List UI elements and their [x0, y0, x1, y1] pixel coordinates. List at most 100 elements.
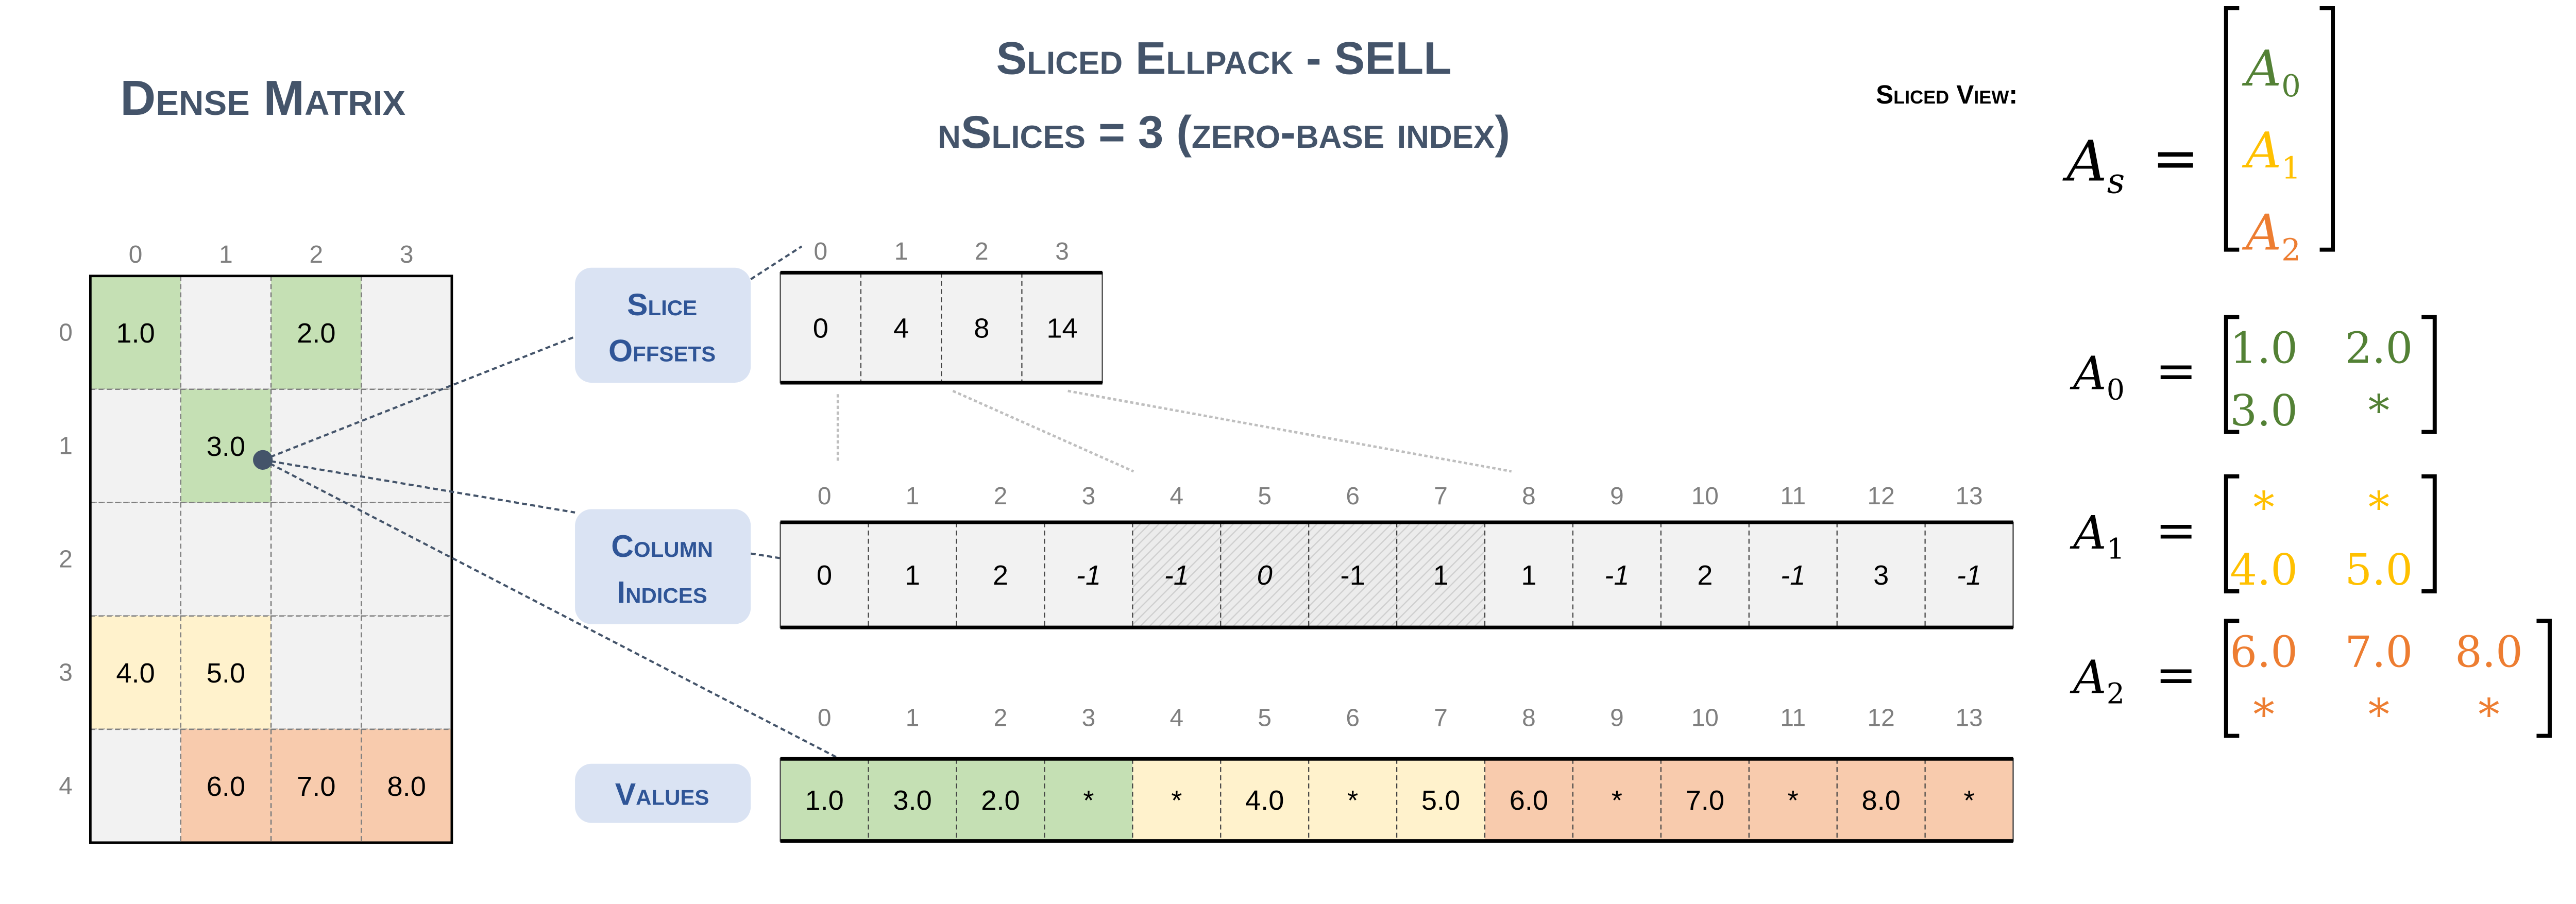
dense-cell	[180, 502, 272, 617]
values-cell	[1925, 759, 2013, 841]
symbol-subscript: 0	[2107, 373, 2125, 406]
matrix-symbol: A1	[2242, 122, 2301, 185]
dense-row-label: 1	[59, 433, 73, 460]
sliced-view-label: Sliced View:	[1876, 80, 2018, 109]
column-indices-cell	[1925, 522, 2013, 628]
column-indices-index: 7	[1434, 483, 1448, 510]
slice-offsets-value: 0	[813, 313, 828, 344]
symbol-subscript: 1	[2281, 150, 2301, 185]
dense-cell-value: 7.0	[297, 771, 335, 802]
column-indices-cell	[1485, 522, 1573, 628]
values-cell	[1132, 759, 1221, 841]
values-cell	[1309, 759, 1397, 841]
equals-sign: =	[2156, 342, 2197, 400]
block-0-left-bracket	[2224, 315, 2240, 434]
values-index: 11	[1780, 704, 1806, 731]
dense-row-label: 0	[59, 319, 73, 347]
values-index: 7	[1434, 704, 1448, 731]
values-value: *	[1612, 785, 1622, 816]
block-entry: *	[2478, 690, 2499, 740]
slice-offsets-label: Slice Offsets	[575, 267, 751, 383]
column-indices-index: 3	[1082, 483, 1096, 510]
values-cell	[1221, 759, 1309, 841]
block-entry: *	[2368, 690, 2389, 740]
dense-cell	[270, 388, 362, 504]
values-value: 2.0	[981, 785, 1020, 816]
values-value: 8.0	[1861, 785, 1900, 816]
values-cell	[1837, 759, 1925, 841]
offset-1-pointer	[952, 389, 1134, 473]
dense-cell	[361, 388, 453, 504]
symbol-subscript: 0	[2281, 68, 2301, 104]
slice-offsets-index: 3	[1055, 238, 1069, 265]
values-value: *	[1171, 785, 1182, 816]
values-index: 5	[1258, 704, 1272, 731]
block-entry: *	[2253, 690, 2274, 740]
column-indices-label-line2: Indices	[617, 574, 707, 609]
dense-col-label: 1	[219, 241, 233, 268]
block-entry: 2.0	[2345, 323, 2413, 373]
column-indices-value: 0	[817, 560, 832, 591]
column-indices-index: 5	[1258, 483, 1272, 510]
column-indices-label: Column Indices	[575, 509, 751, 624]
equals-sign: =	[2156, 645, 2197, 703]
symbol-subscript: s	[2107, 161, 2125, 201]
values-index: 13	[1955, 704, 1982, 731]
matrix-symbol: A1	[2070, 506, 2125, 566]
slice-offsets-cell	[860, 272, 942, 383]
dense-cell-value: 1.0	[116, 318, 155, 349]
values-value: 5.0	[1421, 785, 1460, 816]
slice-offsets-cell	[1022, 272, 1103, 383]
dense-cell	[90, 615, 182, 730]
dense-col-label: 3	[400, 241, 414, 268]
matrix-symbol: A2	[2242, 204, 2301, 268]
column-indices-index: 1	[906, 483, 920, 510]
values-cell	[1485, 759, 1573, 841]
symbol-base: A	[2070, 651, 2106, 705]
column-indices-index: 11	[1780, 483, 1806, 510]
slice-offsets-index: 0	[814, 238, 827, 265]
slice-offsets-cell	[941, 272, 1022, 383]
slice-offsets-index: 1	[894, 238, 908, 265]
column-indices-cell	[956, 522, 1045, 628]
dense-cell-value: 4.0	[116, 658, 155, 689]
dense-cell	[361, 615, 453, 730]
dense-row-label: 3	[59, 659, 73, 687]
values-label-text: Values	[615, 776, 709, 811]
dense-matrix-border	[89, 275, 453, 844]
dense-matrix-title: Dense Matrix	[120, 71, 405, 126]
matrix-symbol: As	[2062, 129, 2125, 201]
symbol-base: A	[2242, 122, 2281, 179]
column-indices-cell	[1660, 522, 1749, 628]
block-entry: 8.0	[2455, 627, 2523, 677]
column-indices-index: 9	[1610, 483, 1624, 510]
block-entry: 7.0	[2345, 627, 2413, 677]
dense-cell	[270, 615, 362, 730]
values-index: 3	[1082, 704, 1096, 731]
dense-cell	[90, 728, 182, 844]
symbol-base: A	[2242, 40, 2281, 97]
dense-row-label: 2	[59, 546, 73, 573]
values-cell	[1397, 759, 1485, 841]
values-cell	[1044, 759, 1133, 841]
block-entry: 1.0	[2230, 323, 2298, 373]
values-cell	[1749, 759, 1837, 841]
values-index: 4	[1170, 704, 1183, 731]
column-indices-label-line1: Column	[611, 528, 713, 564]
column-indices-value: -1	[1957, 560, 1981, 591]
values-value: 4.0	[1245, 785, 1284, 816]
column-indices-cell	[1572, 522, 1661, 628]
block-entry: *	[2253, 483, 2274, 533]
block-entry: 5.0	[2345, 545, 2413, 595]
block-1-right-bracket	[2421, 474, 2437, 593]
dense-col-label: 0	[129, 241, 143, 268]
values-cell	[1572, 759, 1661, 841]
values-value: *	[1788, 785, 1799, 816]
column-indices-cell	[868, 522, 957, 628]
block-entry: 3.0	[2230, 386, 2298, 436]
values-cell	[868, 759, 957, 841]
